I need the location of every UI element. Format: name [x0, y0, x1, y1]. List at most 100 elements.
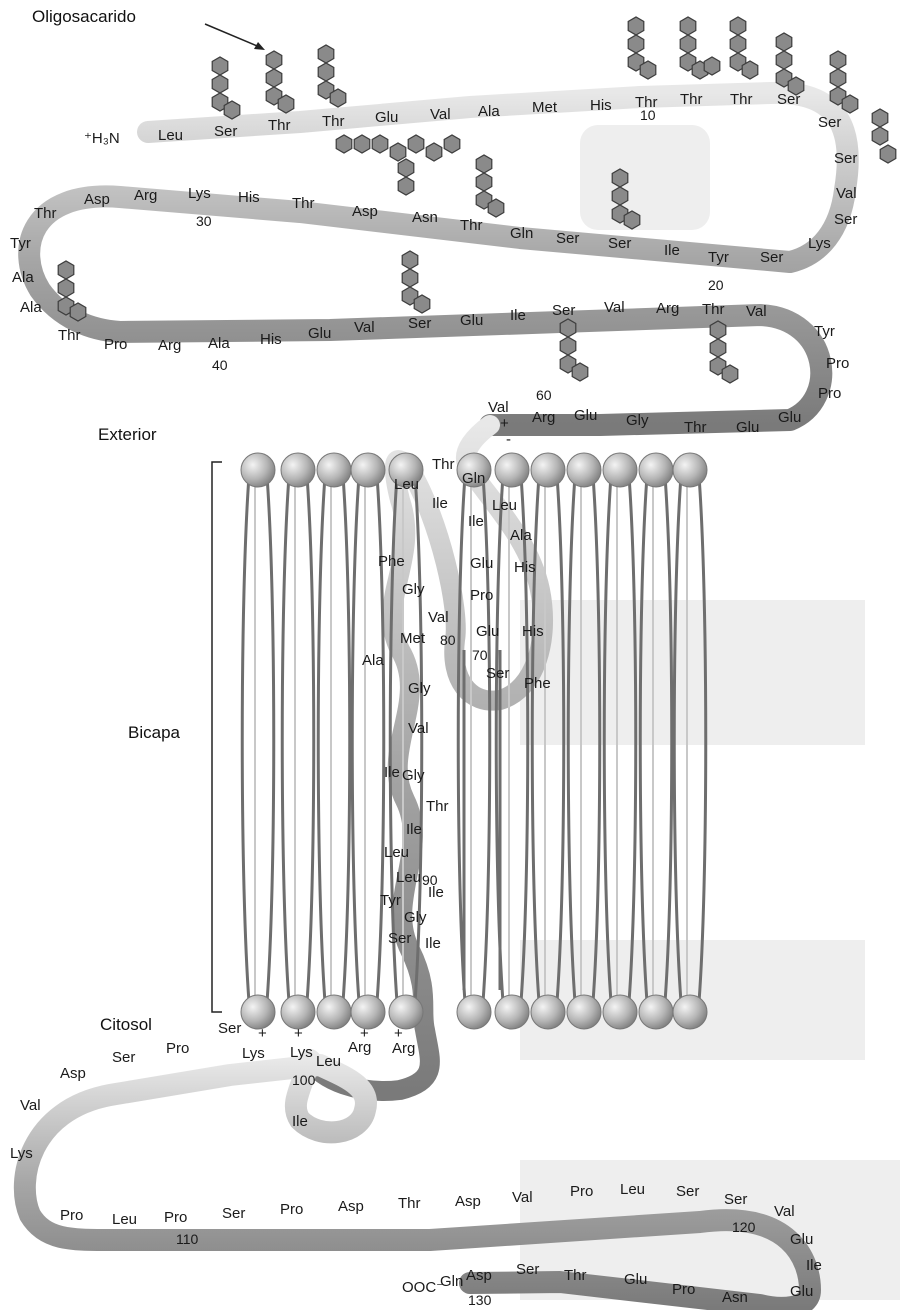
residue-label: Thr [432, 456, 455, 473]
residue-label: Ala [12, 269, 34, 286]
residue-label: Ile [384, 764, 400, 781]
residue-number: 90 [422, 872, 438, 888]
sugar-hexagon [488, 199, 504, 217]
residue-label: Thr [398, 1195, 421, 1212]
residue-label: Arg [158, 337, 181, 354]
residue-label: Pro [470, 587, 493, 604]
sugar-hexagon [318, 63, 334, 81]
residue-label: Thr [680, 91, 703, 108]
residue-label: Ile [468, 513, 484, 530]
residue-label: Asn [412, 209, 438, 226]
lipid-head [351, 995, 385, 1029]
residue-label: Gln [510, 225, 533, 242]
residue-label: Ala [510, 527, 532, 544]
charge-sign: + [258, 1025, 267, 1042]
charge-sign: + [360, 1025, 369, 1042]
sugar-hexagon [58, 261, 74, 279]
residue-label: Ser [408, 315, 431, 332]
residue-label: Ser [818, 114, 841, 131]
residue-label: Tyr [380, 892, 401, 909]
sugar-hexagon [278, 95, 294, 113]
sugar-hexagon [624, 211, 640, 229]
residue-label: Pro [818, 385, 841, 402]
residue-label: Asp [338, 1198, 364, 1215]
sugar-hexagon [560, 319, 576, 337]
residue-label: Leu [158, 127, 183, 144]
residue-label: Val [354, 319, 375, 336]
sugar-hexagon [426, 143, 442, 161]
bilayer-label: Bicapa [128, 723, 181, 742]
sugar-hexagon [212, 57, 228, 75]
sugar-hexagon [710, 321, 726, 339]
residue-label: His [514, 559, 536, 576]
sugar-hexagon [680, 35, 696, 53]
residue-label: Phe [524, 675, 551, 692]
residue-label: Asp [84, 191, 110, 208]
lipid-tail [318, 476, 325, 1002]
sugar-hexagon [476, 155, 492, 173]
sugar-hexagon [730, 35, 746, 53]
residue-label: Pro [280, 1201, 303, 1218]
cytosol-label: Citosol [100, 1015, 152, 1034]
sugar-hexagon [266, 51, 282, 69]
residue-number: 20 [708, 277, 724, 293]
residue-label: Met [532, 99, 558, 116]
residue-number: 100 [292, 1072, 316, 1088]
residue-label: Phe [378, 553, 405, 570]
residue-label: His [260, 331, 282, 348]
sugar-hexagon [560, 337, 576, 355]
lipid-tail [352, 476, 359, 1002]
sugar-hexagon [58, 279, 74, 297]
residue-label: Val [488, 399, 509, 416]
residue-label: Tyr [814, 323, 835, 340]
residue-label: Glu [308, 325, 331, 342]
residue-label: Ser [724, 1191, 747, 1208]
residue-label: Ser [486, 665, 509, 682]
residue-label: Ser [214, 123, 237, 140]
sugar-hexagon [402, 251, 418, 269]
residue-label: Gly [626, 412, 649, 429]
sugar-hexagon [842, 95, 858, 113]
lipid-tail [267, 476, 274, 1002]
residue-label: Arg [656, 300, 679, 317]
residue-label: Ser [777, 91, 800, 108]
residue-label: Val [430, 106, 451, 123]
sugar-hexagon [212, 75, 228, 93]
residue-label: Asp [60, 1065, 86, 1082]
sugar-hexagon [266, 69, 282, 87]
residue-number: 80 [440, 632, 456, 648]
sugar-hexagon [830, 69, 846, 87]
lipid-head [241, 995, 275, 1029]
lipid-head [603, 995, 637, 1029]
residue-label: Pro [60, 1207, 83, 1224]
sugar-hexagon [444, 135, 460, 153]
sugar-hexagon [872, 127, 888, 145]
sugar-hexagon [70, 303, 86, 321]
residue-label: Gln [462, 470, 485, 487]
residue-label: Leu [394, 476, 419, 493]
residue-label: Ser [222, 1205, 245, 1222]
residue-label: Glu [375, 109, 398, 126]
residue-label: Ile [406, 821, 422, 838]
residue-label: Ser [834, 150, 857, 167]
residue-label: Glu [790, 1283, 813, 1300]
residue-label: Lys [10, 1145, 33, 1162]
residue-label: Glu [574, 407, 597, 424]
residue-label: Thr [460, 217, 483, 234]
sugar-hexagon [390, 143, 406, 161]
sugar-hexagon [318, 45, 334, 63]
lipid-head [281, 995, 315, 1029]
lipid-head [495, 453, 529, 487]
sugar-hexagon [680, 17, 696, 35]
bilayer-bracket [212, 462, 222, 1012]
lipid-tail [343, 476, 350, 1002]
residue-label: Ser [834, 211, 857, 228]
residue-label: Leu [620, 1181, 645, 1198]
residue-label: Arg [532, 409, 555, 426]
sugar-hexagon [372, 135, 388, 153]
residue-number: 10 [640, 107, 656, 123]
sugar-hexagon [572, 363, 588, 381]
lipid-head [567, 453, 601, 487]
sugar-hexagon [336, 135, 352, 153]
residue-label: Tyr [708, 249, 729, 266]
